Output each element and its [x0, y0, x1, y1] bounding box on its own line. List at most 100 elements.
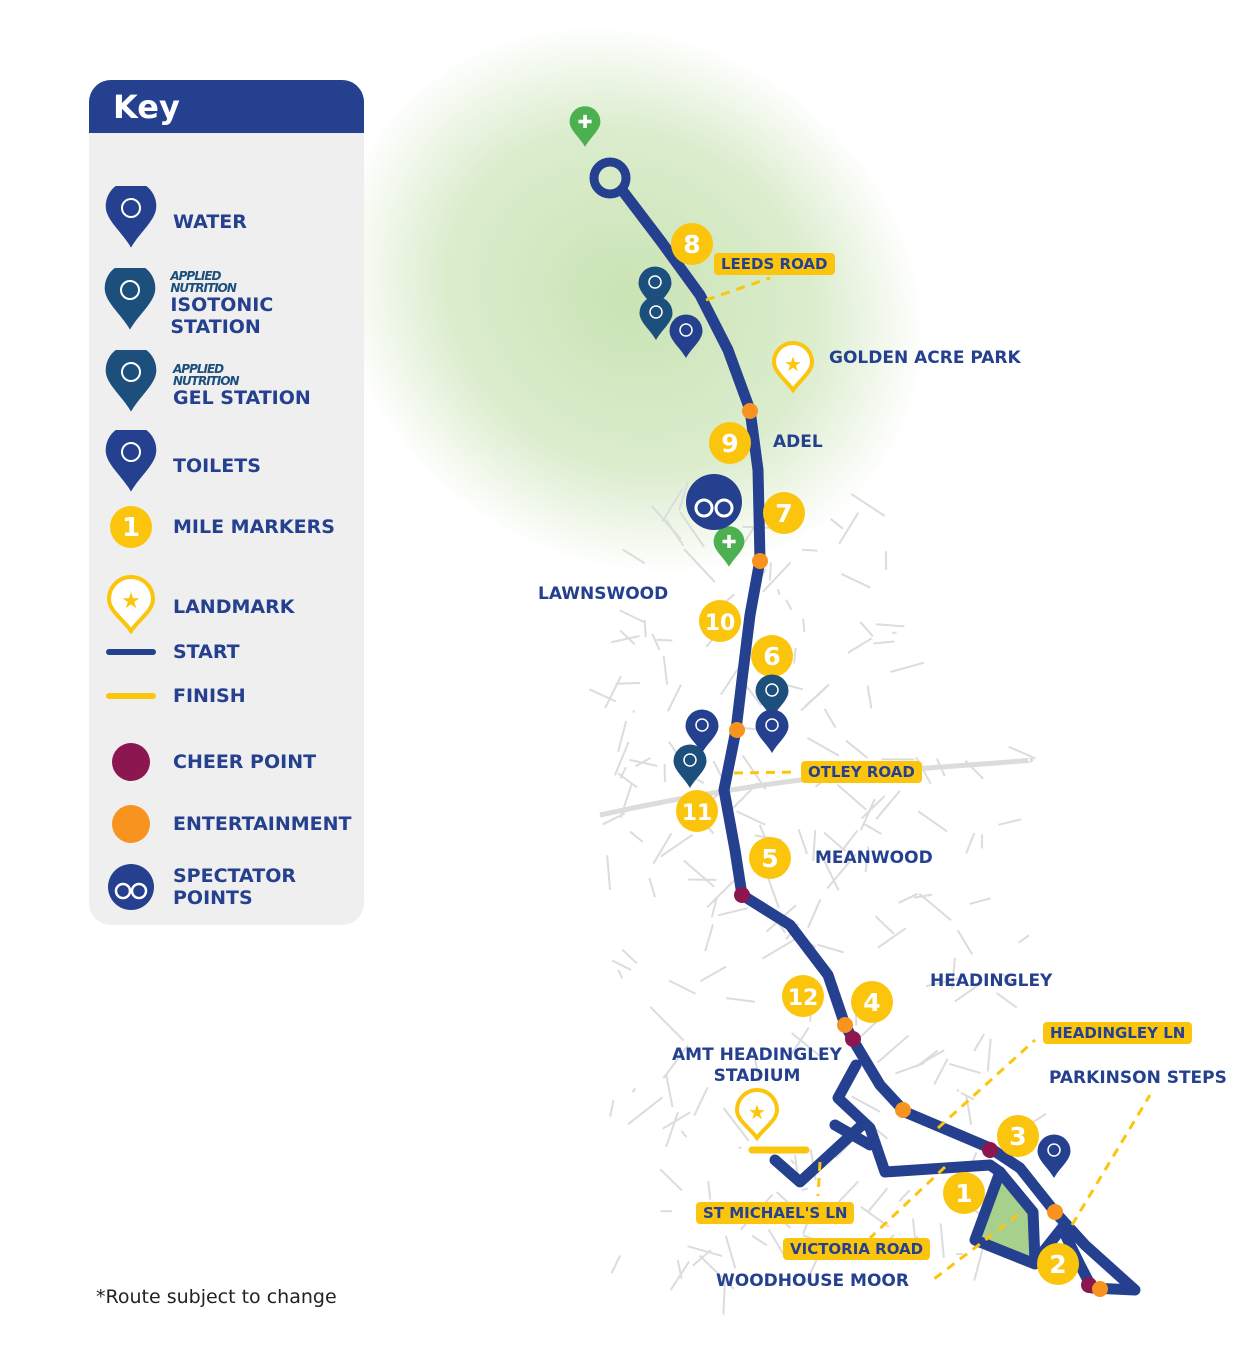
entertainment-icon [89, 802, 173, 846]
route-crossing [829, 1119, 876, 1151]
map-pins: ✚ ✚ ★ ★ [569, 106, 1071, 1178]
cheer-point [845, 1031, 861, 1047]
turnaround-loop [589, 157, 631, 199]
key-item-landmark: ★LANDMARK [89, 575, 294, 639]
place-stadium: AMT HEADINGLEY STADIUM [672, 1045, 842, 1086]
mile-marker-6: 6 [751, 635, 793, 677]
water-pin-icon [89, 186, 173, 258]
key-item-label: GEL STATION [173, 387, 311, 409]
landmark-pin-icon: ★ [89, 575, 173, 639]
key-item-label: SPECTATOR POINTS [173, 865, 296, 909]
key-item-spectator-points: SPECTATOR POINTS [89, 862, 296, 912]
road-otley: OTLEY ROAD [801, 761, 922, 783]
road-victoria: VICTORIA ROAD [783, 1238, 931, 1260]
key-item-label: FINISH [173, 685, 246, 707]
mile-marker-1: 1 [943, 1172, 985, 1214]
place-golden-acre-park: GOLDEN ACRE PARK [829, 348, 1021, 368]
station-pin [639, 296, 673, 340]
mile-marker-9: 9 [709, 422, 751, 464]
entertainment-point [895, 1102, 911, 1118]
binoculars-icon [89, 862, 173, 912]
toilets-pin-icon [89, 430, 173, 502]
finish-line-icon [89, 686, 173, 706]
station-pin [669, 314, 703, 358]
place-meanwood: MEANWOOD [815, 848, 933, 868]
mile-marker-10: 10 [699, 600, 741, 642]
svg-text:5: 5 [761, 844, 778, 873]
route-finish-spur [769, 1119, 868, 1188]
cheer-point [982, 1142, 998, 1158]
cheer-point-icon [89, 740, 173, 784]
mile-marker-icon: 1 [89, 502, 173, 552]
svg-text:11: 11 [682, 801, 713, 826]
key-item-finish: FINISH [89, 685, 246, 707]
key-item-entertainment: ENTERTAINMENT [89, 802, 352, 846]
route-disclaimer: *Route subject to change [96, 1286, 337, 1308]
svg-text:7: 7 [775, 499, 792, 528]
isotonic-pin-icon [89, 268, 170, 340]
svg-text:★: ★ [748, 1100, 766, 1124]
mile-marker-3: 3 [997, 1115, 1039, 1157]
key-item-water: WATER [89, 186, 247, 258]
route-stadium-loop [832, 1059, 1006, 1178]
mile-marker-8: 8 [671, 223, 713, 265]
key-title: Key [89, 80, 364, 133]
svg-text:8: 8 [683, 230, 700, 259]
svg-text:10: 10 [705, 611, 736, 636]
svg-text:12: 12 [788, 986, 819, 1011]
entertainment-point [729, 722, 745, 738]
station-pin [685, 709, 719, 753]
station-pin [755, 709, 789, 753]
binoculars-icon [686, 474, 742, 530]
place-lawnswood: LAWNSWOOD [538, 584, 669, 604]
key-item-label: ISOTONIC STATION [170, 294, 274, 338]
medical-pin-icon: ✚ [569, 106, 601, 147]
place-parkinson-steps: PARKINSON STEPS [1049, 1068, 1227, 1088]
medical-pin-icon: ✚ [713, 526, 745, 567]
key-item-toilets: TOILETS [89, 430, 261, 502]
svg-text:✚: ✚ [577, 112, 592, 133]
key-item-mile-markers: 1 MILE MARKERS [89, 502, 335, 552]
mile-marker-7: 7 [763, 492, 805, 534]
svg-text:6: 6 [763, 642, 780, 671]
label-leaders [705, 276, 1152, 1284]
mile-sample: 1 [122, 513, 140, 543]
place-adel: ADEL [773, 432, 823, 452]
station-pin [673, 744, 707, 788]
svg-text:2: 2 [1049, 1250, 1066, 1279]
key-item-cheer-point: CHEER POINT [89, 740, 316, 784]
key-item-label: START [173, 641, 240, 663]
road-leeds: LEEDS ROAD [714, 253, 835, 275]
key-item-label: MILE MARKERS [173, 516, 335, 538]
key-item-label: WATER [173, 211, 247, 233]
route-points [729, 403, 1108, 1297]
mile-marker-2: 2 [1037, 1243, 1079, 1285]
key-item-label: TOILETS [173, 455, 261, 477]
entertainment-point [752, 553, 768, 569]
entertainment-point [1092, 1281, 1108, 1297]
landmark-stadium-icon: ★ [734, 1088, 780, 1142]
landmark-golden-acre-icon: ★ [771, 341, 815, 394]
woodhouse-moor-park [978, 1172, 1035, 1262]
mile-marker-12: 12 [782, 975, 824, 1017]
svg-text:4: 4 [863, 988, 880, 1017]
entertainment-point [837, 1017, 853, 1033]
station-pin [638, 266, 672, 310]
key-item-start: START [89, 641, 240, 663]
svg-text:9: 9 [721, 429, 738, 458]
mile-marker-4: 4 [851, 981, 893, 1023]
svg-text:1: 1 [955, 1179, 972, 1208]
place-woodhouse-moor: WOODHOUSE MOOR [716, 1271, 909, 1291]
svg-text:★: ★ [121, 589, 141, 614]
entertainment-point [1047, 1204, 1063, 1220]
gel-pin-icon [89, 350, 173, 422]
cheer-point [734, 887, 750, 903]
entertainment-point [742, 403, 758, 419]
svg-text:3: 3 [1009, 1122, 1026, 1151]
